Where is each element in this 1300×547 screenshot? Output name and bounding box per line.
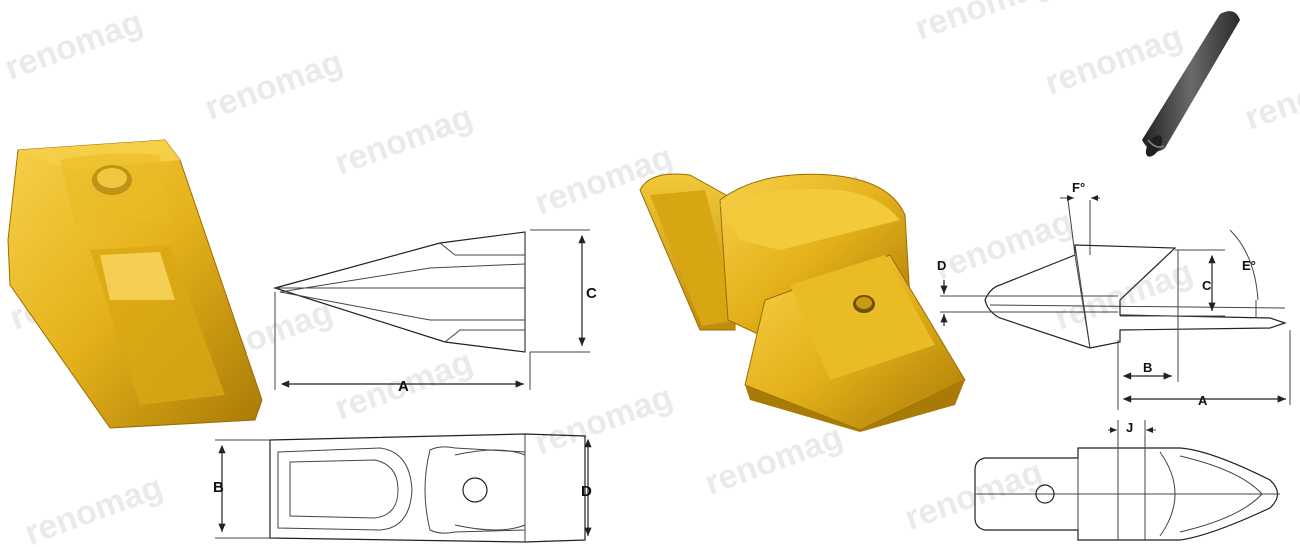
dimension-label-b: B: [1143, 360, 1152, 375]
dimension-label-d: D: [937, 258, 946, 273]
watermark: renomag: [20, 468, 168, 547]
dimension-label-b: B: [213, 479, 224, 496]
watermark: renomag: [1040, 18, 1188, 103]
adapter-3d-render: [639, 173, 966, 432]
watermark: renomag: [1240, 53, 1300, 138]
tooth-side-view: C A: [272, 229, 597, 395]
pin-render: [1142, 11, 1240, 157]
dimension-label-c: C: [586, 285, 597, 302]
dimension-label-e: E°: [1242, 258, 1256, 273]
watermark: renomag: [330, 98, 478, 183]
dimension-label-f: F°: [1072, 180, 1085, 195]
watermark: renomag: [900, 453, 1048, 538]
dimension-label-a: A: [1198, 393, 1208, 408]
dimension-label-a: A: [398, 378, 409, 395]
watermark: renomag: [1050, 253, 1198, 338]
tooth-top-view: B D: [213, 433, 592, 543]
dimension-label-d: D: [581, 483, 592, 500]
watermark: renomag: [910, 0, 1058, 48]
watermark: renomag: [0, 3, 148, 88]
dimension-label-j: J: [1126, 420, 1133, 435]
tooth-3d-render: [7, 139, 263, 429]
watermark: renomag: [200, 43, 348, 128]
watermark: renomag: [930, 203, 1078, 288]
adapter-side-view: F° D C E° B A: [937, 180, 1291, 410]
dimension-label-c: C: [1202, 278, 1212, 293]
watermark: renomag: [530, 378, 678, 463]
adapter-top-view: J: [974, 420, 1280, 541]
watermark: renomag: [700, 418, 848, 503]
